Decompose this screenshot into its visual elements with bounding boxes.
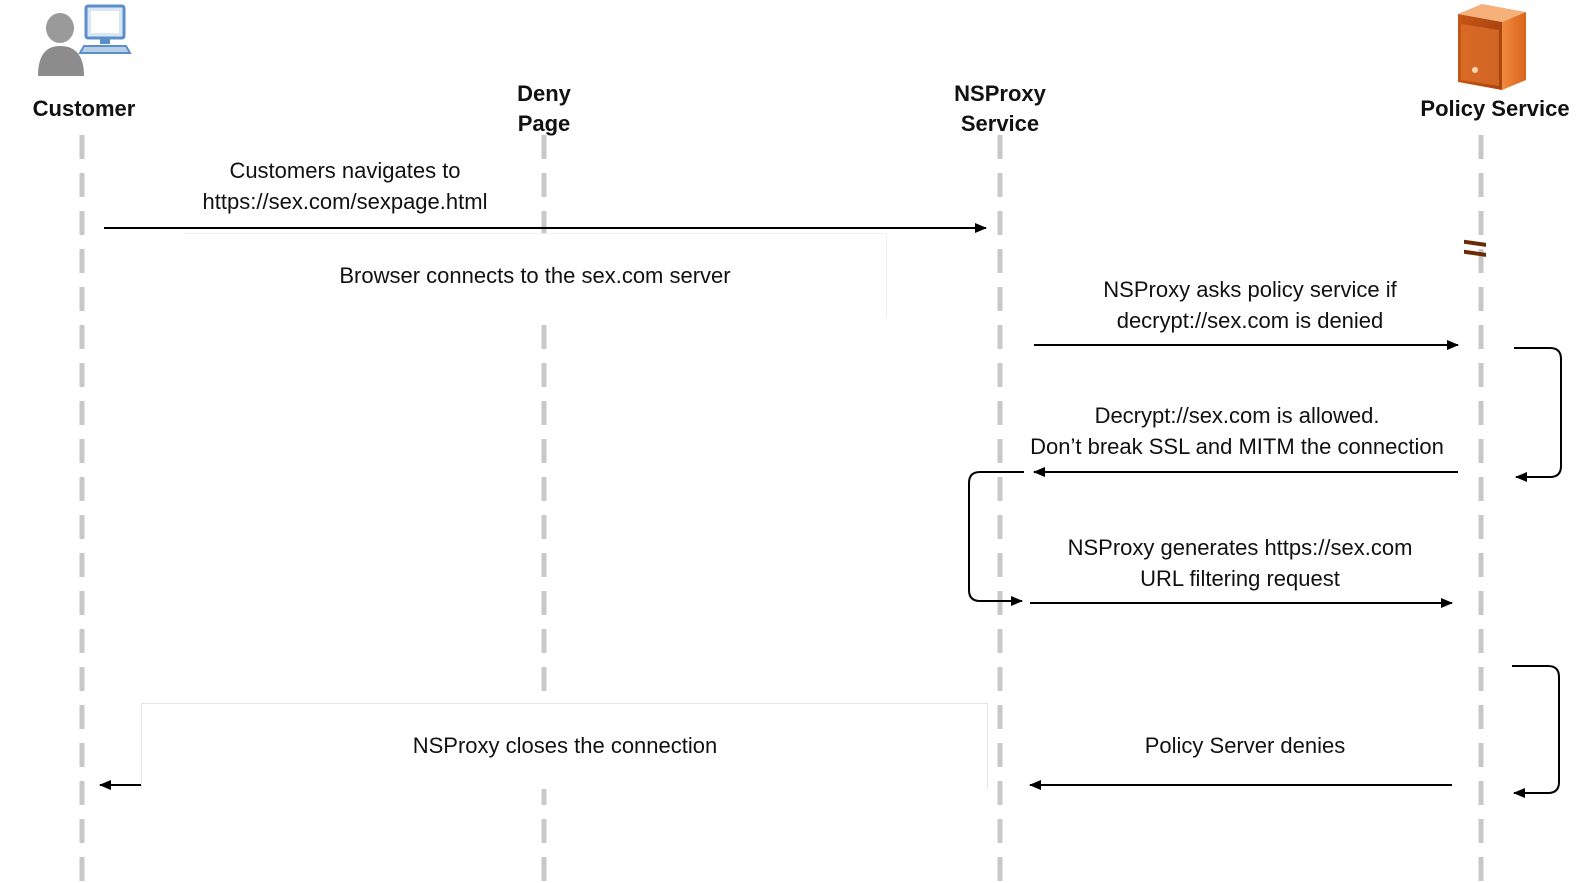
- message-m5-line1: NSProxy generates https://sex.com: [1067, 535, 1413, 560]
- note-box-nsproxy-closes: [141, 703, 988, 789]
- message-browser-connects: Browser connects to the sex.com server: [250, 260, 820, 291]
- message-m3-line2: decrypt://sex.com is denied: [1116, 308, 1384, 333]
- nsproxy-label-line1: NSProxy: [954, 81, 1046, 106]
- actor-deny-page-label: Deny Page: [494, 79, 594, 139]
- message-nsproxy-generates: NSProxy generates https://sex.com URL fi…: [1030, 532, 1450, 594]
- self-loop-nsproxy: [968, 471, 1024, 606]
- message-policy-denies: Policy Server denies: [1144, 733, 1346, 758]
- deny-page-label-line1: Deny: [517, 81, 571, 106]
- message-nsproxy-asks-policy: NSProxy asks policy service if decrypt:/…: [1040, 274, 1460, 336]
- actor-policy-label: Policy Service: [1420, 96, 1570, 121]
- server-icon: [1458, 4, 1526, 257]
- self-loop-policy-1: [1514, 347, 1562, 482]
- message-m3-line1: NSProxy asks policy service if: [1103, 277, 1397, 302]
- deny-page-label-line2: Page: [517, 111, 571, 136]
- message-m1-line2: https://sex.com/sexpage.html: [202, 189, 488, 214]
- user-computer-icon: [38, 4, 132, 76]
- message-decrypt-allowed: Decrypt://sex.com is allowed. Don’t brea…: [1002, 400, 1472, 462]
- actor-nsproxy-label: NSProxy Service: [935, 79, 1065, 139]
- message-customer-navigates: Customers navigates to https://sex.com/s…: [160, 155, 530, 217]
- nsproxy-label-line2: Service: [960, 111, 1040, 136]
- message-m5-line2: URL filtering request: [1140, 566, 1340, 591]
- message-nsproxy-closes: NSProxy closes the connection: [412, 733, 718, 758]
- actor-customer-label: Customer: [32, 96, 136, 121]
- message-m4-line1: Decrypt://sex.com is allowed.: [1094, 403, 1380, 428]
- self-loop-policy-2: [1512, 665, 1560, 798]
- message-m4-line2: Don’t break SSL and MITM the connection: [1030, 434, 1444, 459]
- message-m1-line1: Customers navigates to: [229, 158, 461, 183]
